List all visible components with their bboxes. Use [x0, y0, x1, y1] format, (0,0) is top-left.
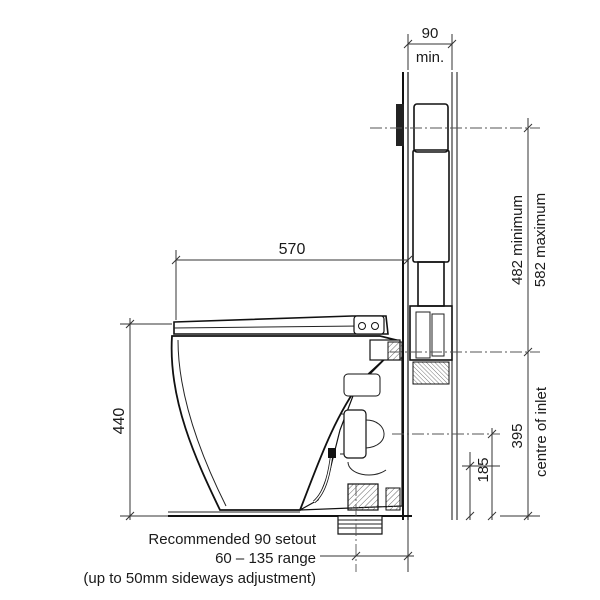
- dimension-outlet-height: 185: [462, 452, 500, 521]
- dimension-wall-gap: 90 min.: [403, 25, 457, 70]
- centre-label: centre of inlet: [533, 386, 550, 477]
- toilet-pan: [170, 315, 403, 535]
- centre-height-value: 395: [509, 423, 526, 448]
- centre-lines: [355, 127, 540, 572]
- dimension-centre-height: 395: [487, 423, 526, 521]
- in-wall-cistern: [396, 103, 453, 385]
- note-adjustment: (up to 50mm sideways adjustment): [83, 570, 316, 587]
- note-setout: Recommended 90 setout: [148, 531, 316, 548]
- inlet-range-max: 582 maximum: [532, 193, 549, 287]
- dimension-depth: 570: [171, 241, 413, 320]
- setout-notes: Recommended 90 setout 60 – 135 range (up…: [83, 531, 316, 587]
- outlet-height-value: 185: [475, 457, 492, 482]
- depth-value: 570: [279, 241, 306, 258]
- note-range: 60 – 135 range: [215, 550, 316, 567]
- dimension-height: 440: [111, 318, 172, 521]
- wall-gap-unit: min.: [416, 49, 444, 66]
- inlet-range-min: 482 minimum: [509, 195, 526, 285]
- height-value: 440: [111, 408, 128, 435]
- dimension-inlet-range: 482 minimum 582 maximum centre of inlet: [500, 118, 550, 521]
- dimension-setout: [320, 520, 414, 572]
- wall-gap-value: 90: [422, 25, 439, 42]
- wall: [402, 72, 458, 520]
